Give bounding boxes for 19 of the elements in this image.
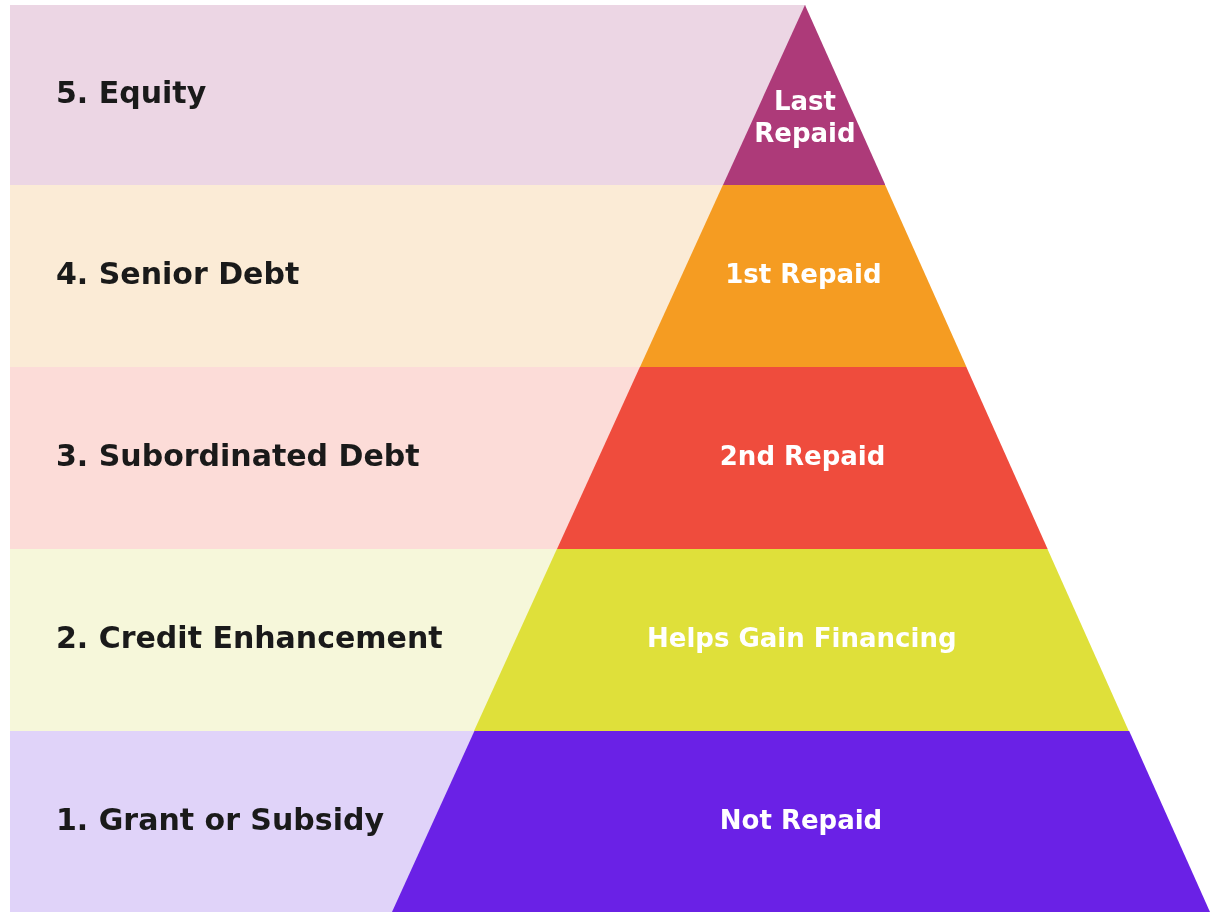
repayment-label: Not Repaid [718, 804, 884, 835]
tier-band [10, 731, 475, 912]
repayment-label: 1st Repaid [724, 259, 883, 289]
tier-band [10, 549, 558, 731]
tier-label: 2. Credit Enhancement [56, 620, 443, 655]
tier-label: 1. Grant or Subsidy [56, 801, 384, 837]
pyramid-segment [640, 185, 967, 367]
tier-band [10, 367, 641, 549]
repayment-label: 2nd Repaid [718, 441, 887, 471]
tier-label: 5. Equity [56, 75, 207, 110]
pyramid-segment [557, 367, 1048, 549]
tier-label: 4. Senior Debt [56, 256, 300, 291]
repayment-label: Helps Gain Financing [646, 623, 958, 653]
pyramid-segment [723, 5, 886, 185]
tier-band [10, 185, 724, 367]
repayment-label: Last Repaid [753, 85, 857, 149]
tier-label: 3. Subordinated Debt [56, 438, 420, 473]
pyramid-segment [392, 731, 1210, 912]
pyramid-segment [474, 549, 1130, 731]
